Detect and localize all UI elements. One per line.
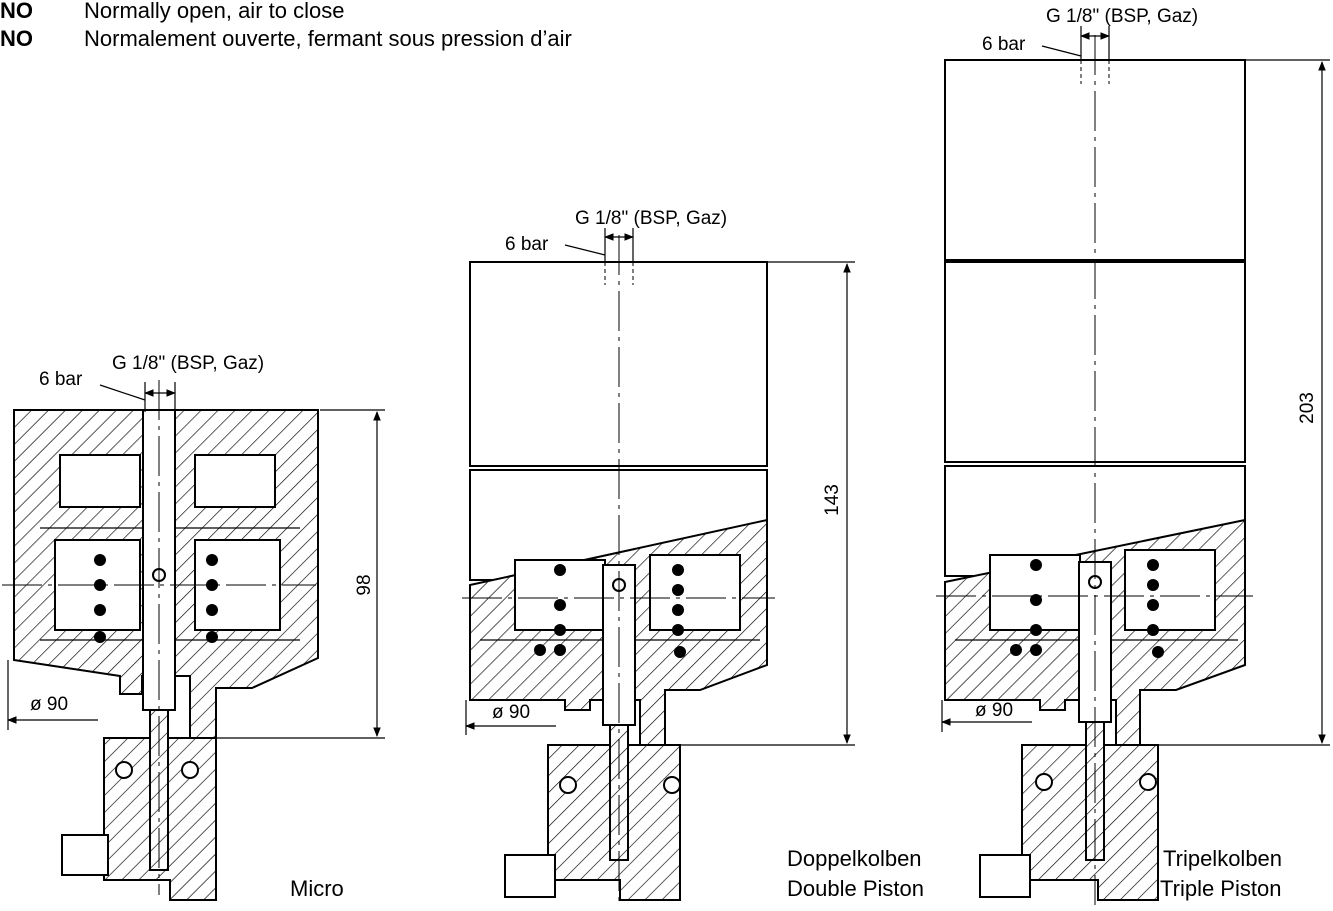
double-thread-label: G 1/8" (BSP, Gaz) (575, 208, 727, 229)
double-pressure-leader (564, 244, 606, 256)
triple-caption-de: Tripelkolben (1163, 846, 1282, 871)
micro-fitting-nut (61, 834, 109, 876)
triple-thread-label: G 1/8" (BSP, Gaz) (1046, 6, 1198, 27)
triple-pressure-label: 6 bar (982, 34, 1026, 55)
micro-pressure-leader (99, 384, 146, 401)
micro-height-label: 98 (354, 574, 375, 595)
micro-cavity-right (194, 454, 276, 508)
valve-triple-piston: 6 bar G 1/8" (BSP, Gaz) 203 ø 90 Tripelk… (936, 6, 1330, 905)
double-height-label: 143 (822, 484, 843, 516)
double-diameter-label: ø 90 (492, 702, 530, 723)
micro-caption: Micro (290, 876, 344, 901)
triple-springs (1010, 559, 1164, 658)
double-springs (534, 564, 686, 658)
micro-port-left (115, 761, 133, 779)
micro-cavity-left (59, 454, 141, 508)
double-caption-en: Double Piston (787, 876, 924, 901)
triple-spring-chamber-right (1124, 549, 1216, 631)
micro-diameter-label: ø 90 (30, 694, 68, 715)
double-caption-de: Doppelkolben (787, 846, 922, 871)
triple-height-label: 203 (1297, 392, 1318, 424)
triple-caption-en: Triple Piston (1160, 876, 1281, 901)
double-port-right (663, 776, 681, 794)
micro-thread-label: G 1/8" (BSP, Gaz) (112, 353, 264, 374)
micro-pressure-label: 6 bar (39, 369, 83, 390)
header-line1-text: Normally open, air to close (84, 0, 344, 23)
header-line2-text: Normalement ouverte, fermant sous pressi… (84, 26, 572, 51)
triple-port-right (1139, 773, 1157, 791)
double-spring-chamber-right (649, 554, 741, 631)
valve-micro: 6 bar G 1/8" (BSP, Gaz) 98 ø 90 Micro (2, 353, 385, 901)
triple-pressure-leader (1041, 45, 1082, 57)
micro-springs (94, 554, 218, 643)
triple-fitting-nut (979, 854, 1031, 898)
header-line2-code: NO (0, 26, 33, 51)
valve-double-piston: 6 bar G 1/8" (BSP, Gaz) 143 ø 90 Doppelk… (462, 208, 924, 905)
header: NO Normally open, air to close NO Normal… (0, 0, 572, 51)
double-fitting-nut (504, 854, 556, 898)
triple-port-left (1035, 773, 1053, 791)
double-port-left (559, 776, 577, 794)
double-pressure-label: 6 bar (505, 234, 549, 255)
header-line1-code: NO (0, 0, 33, 23)
micro-port-right (181, 761, 199, 779)
triple-diameter-label: ø 90 (975, 700, 1013, 721)
